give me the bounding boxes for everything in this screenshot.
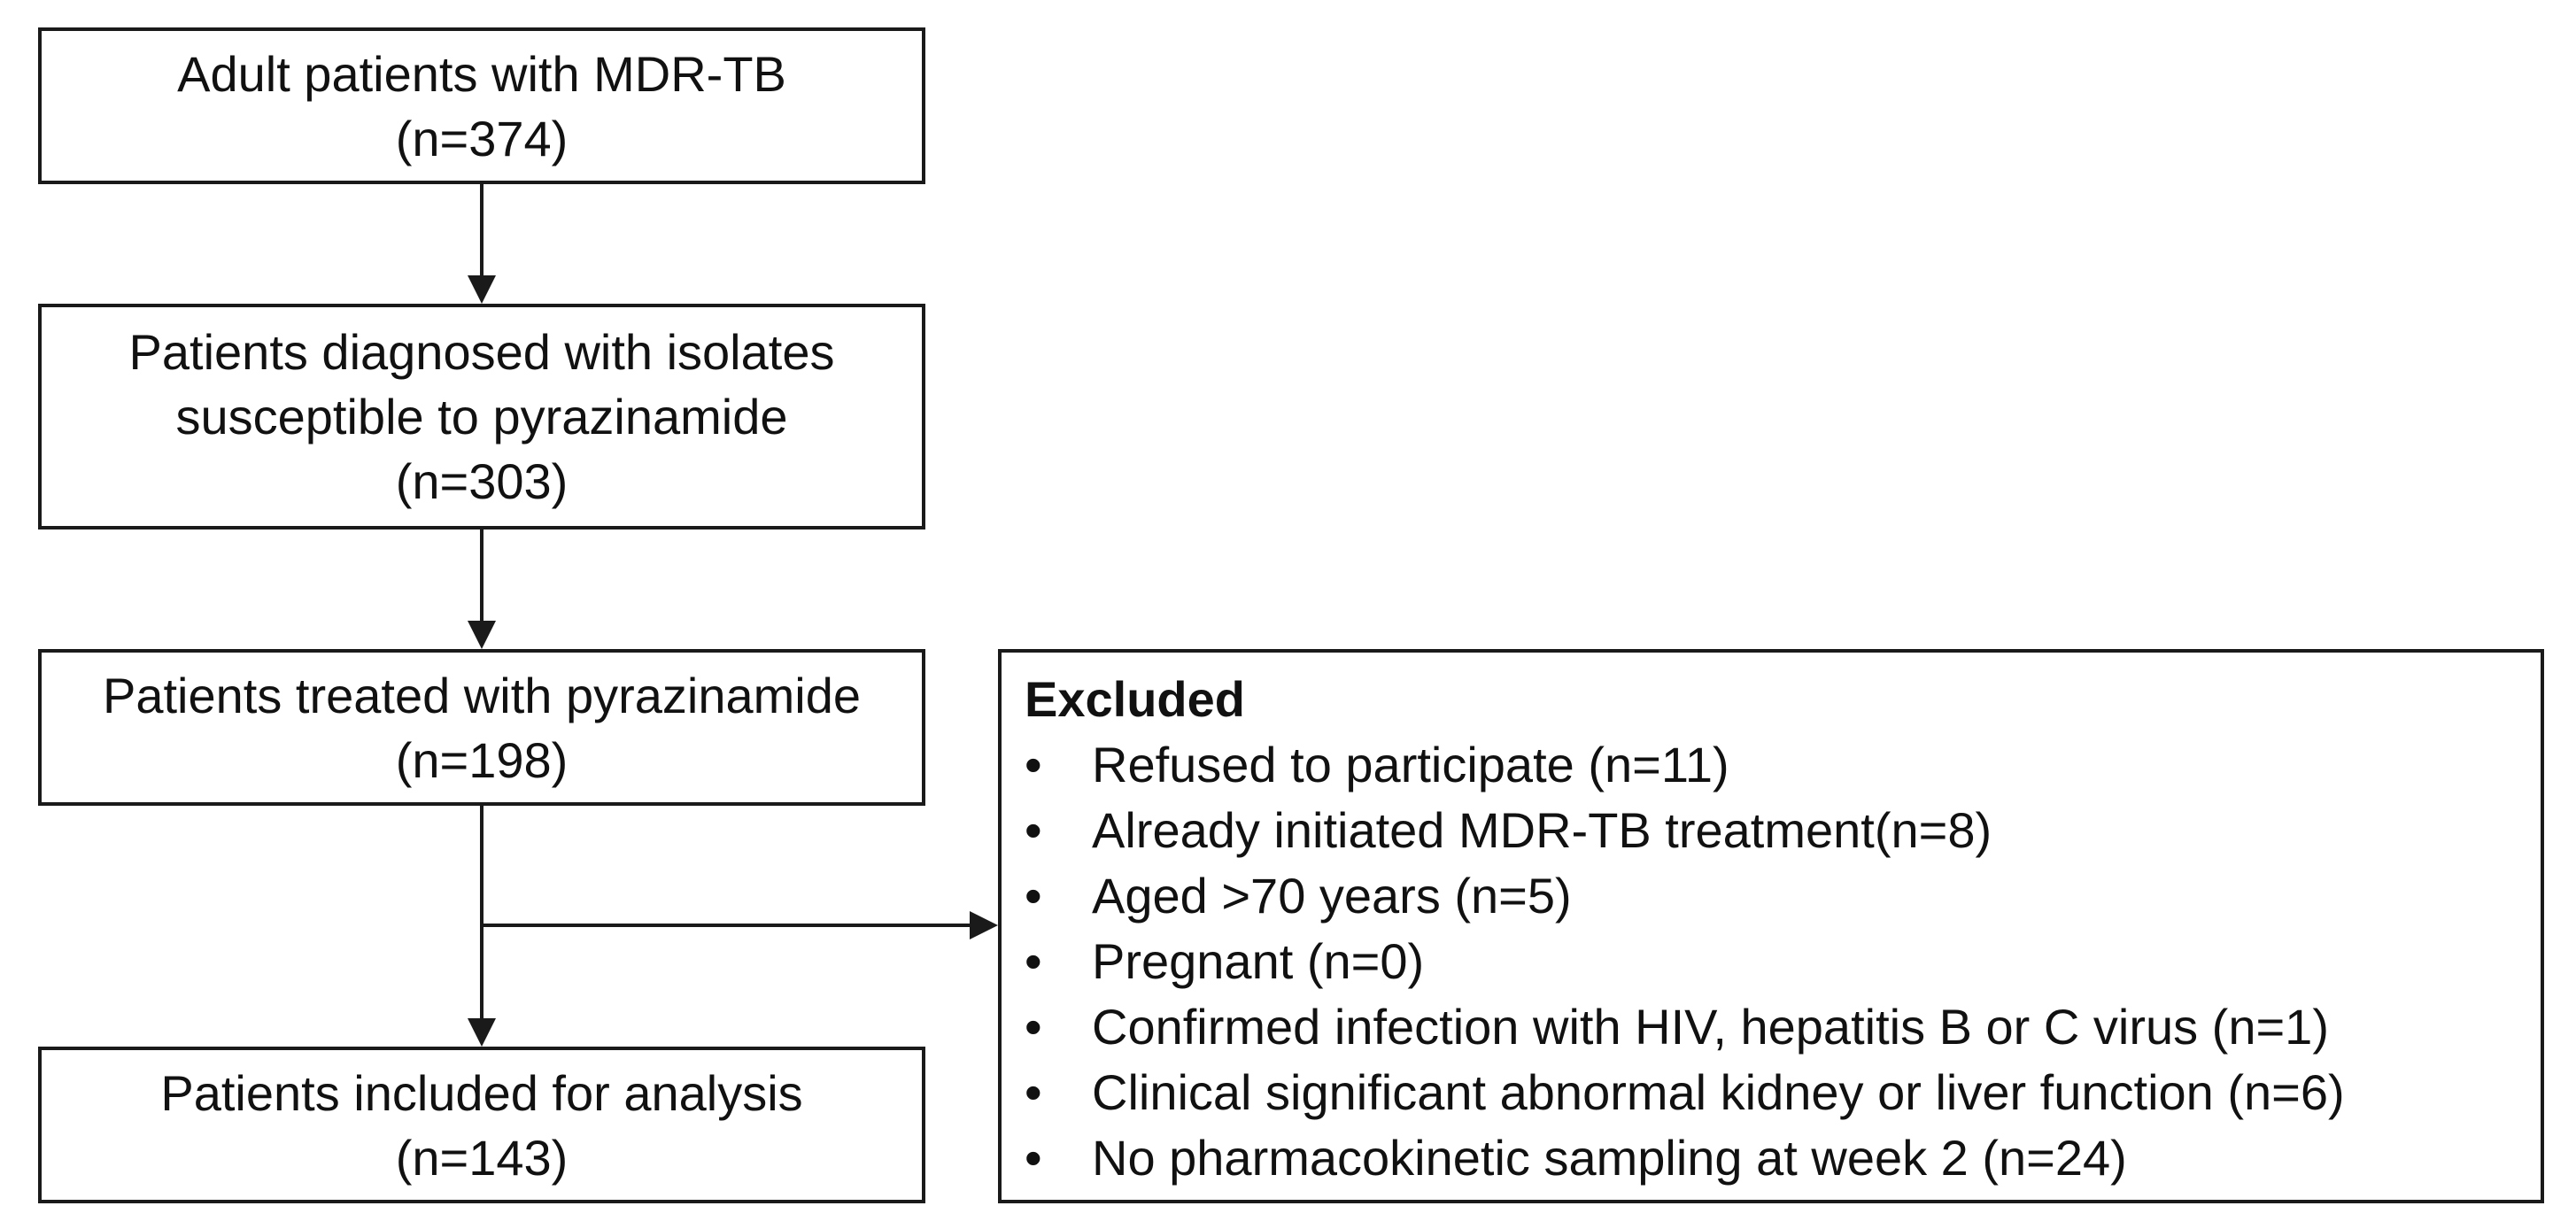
- excluded-item: • Clinical significant abnormal kidney or…: [1025, 1060, 2541, 1125]
- analysis-box: Patients included for analysis (n=143): [38, 1047, 925, 1203]
- excluded-item: • Pregnant (n=0): [1025, 929, 2541, 994]
- excluded-title: Excluded: [1025, 671, 1245, 727]
- excluded-item: • Refused to participate (n=11): [1025, 732, 2541, 798]
- bullet-icon: •: [1025, 999, 1042, 1055]
- excluded-item: • Confirmed infection with HIV, hepatitis…: [1025, 994, 2541, 1060]
- bullet-icon: •: [1025, 868, 1042, 924]
- excluded-item: • Already initiated MDR-TB treatment(n=8): [1025, 798, 2541, 863]
- excluded-box: Excluded • Refused to participate (n=11) …: [998, 649, 2544, 1203]
- analysis-label: Patients included for analysis: [160, 1064, 803, 1121]
- bullet-icon: •: [1025, 1064, 1042, 1120]
- bullet-icon: •: [1025, 802, 1042, 858]
- susceptible-label-line2: susceptible to pyrazinamide: [175, 389, 788, 444]
- treated-label: Patients treated with pyrazinamide: [103, 667, 861, 723]
- analysis-count: (n=143): [395, 1129, 569, 1186]
- excluded-item-text: No pharmacokinetic sampling at week 2 (n…: [1092, 1130, 2127, 1186]
- susceptible-box: Patients diagnosed with isolates suscept…: [38, 304, 925, 529]
- excluded-item: • No pharmacokinetic sampling at week 2 (…: [1025, 1125, 2541, 1191]
- susceptible-label-line1: Patients diagnosed with isolates: [128, 324, 835, 380]
- excluded-item-text: Pregnant (n=0): [1092, 933, 1425, 989]
- excluded-list: • Refused to participate (n=11) • Already …: [1025, 732, 2541, 1191]
- excluded-item-text: Aged >70 years (n=5): [1092, 868, 1572, 924]
- enrolled-box: Adult patients with MDR-TB (n=374): [38, 27, 925, 184]
- bullet-icon: •: [1025, 1130, 1042, 1186]
- bullet-icon: •: [1025, 933, 1042, 989]
- excluded-item-text: Confirmed infection with HIV, hepatitis …: [1092, 999, 2329, 1055]
- treated-box: Patients treated with pyrazinamide (n=19…: [38, 649, 925, 806]
- treated-count: (n=198): [395, 731, 569, 788]
- enrolled-count: (n=374): [395, 110, 569, 166]
- excluded-item-text: Refused to participate (n=11): [1092, 737, 1729, 792]
- bullet-icon: •: [1025, 737, 1042, 792]
- excluded-item: • Aged >70 years (n=5): [1025, 863, 2541, 929]
- excluded-item-text: Clinical significant abnormal kidney or …: [1092, 1064, 2345, 1120]
- susceptible-count: (n=303): [395, 453, 569, 509]
- enrolled-label: Adult patients with MDR-TB: [177, 45, 786, 102]
- excluded-item-text: Already initiated MDR-TB treatment(n=8): [1092, 802, 1992, 858]
